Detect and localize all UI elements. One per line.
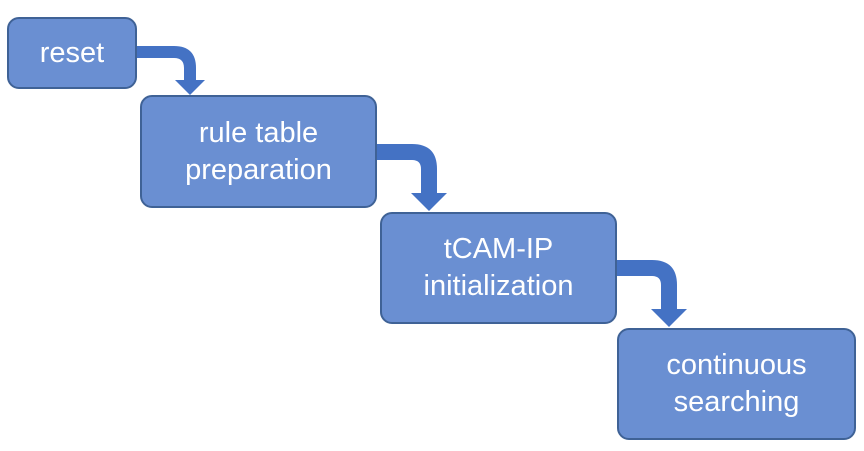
step-label: tCAM-IP initialization: [423, 233, 574, 302]
step-label: reset: [39, 36, 105, 69]
step-label: rule table preparation: [185, 116, 332, 186]
step-tcam-ip-initialization: tCAM-IP initialization: [380, 212, 617, 324]
bent-arrow-down-icon: [137, 46, 205, 95]
step-rule-table-preparation: rule table preparation: [140, 95, 377, 208]
bent-arrow-down-icon: [617, 260, 687, 327]
step-continuous-searching: continuous searching: [617, 328, 856, 440]
step-label: continuous searching: [666, 349, 807, 418]
bent-arrow-down-icon: [377, 144, 447, 211]
step-reset: reset: [7, 17, 137, 89]
connector-reset-to-rule-table: [137, 46, 205, 95]
connector-tcam-to-searching: [617, 260, 687, 327]
connector-rule-table-to-tcam: [377, 144, 447, 211]
